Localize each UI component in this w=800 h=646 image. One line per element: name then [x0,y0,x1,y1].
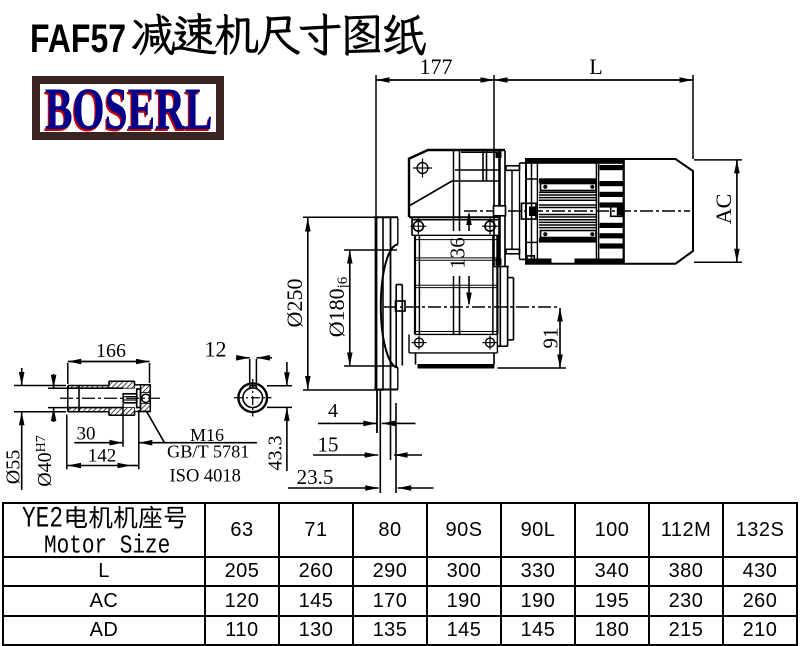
svg-text:Motor Size: Motor Size [44,532,170,562]
svg-text:136: 136 [446,237,470,269]
svg-text:142: 142 [88,446,117,467]
svg-text:4: 4 [328,400,338,422]
svg-text:23.5: 23.5 [297,465,334,489]
svg-text:AC: AC [711,194,736,225]
svg-text:12: 12 [205,337,227,362]
svg-text:Ø40H7: Ø40H7 [34,435,56,487]
svg-text:Ø55: Ø55 [3,450,25,484]
svg-text:M16: M16 [190,425,224,445]
svg-text:177: 177 [420,54,453,79]
svg-text:30: 30 [77,424,96,445]
svg-text:L: L [589,54,602,79]
svg-text:BOSERL: BOSERL [45,78,213,143]
svg-text:15: 15 [318,433,339,457]
svg-text:43.3: 43.3 [265,436,287,471]
svg-text:91: 91 [539,328,563,349]
svg-text:YE2: YE2 [22,502,63,536]
svg-text:ISO 4018: ISO 4018 [170,467,241,487]
svg-text:GB/T 5781: GB/T 5781 [167,442,249,462]
svg-text:Ø180j6: Ø180j6 [324,276,351,337]
svg-text:166: 166 [96,340,126,362]
svg-text:Ø250: Ø250 [282,279,307,328]
